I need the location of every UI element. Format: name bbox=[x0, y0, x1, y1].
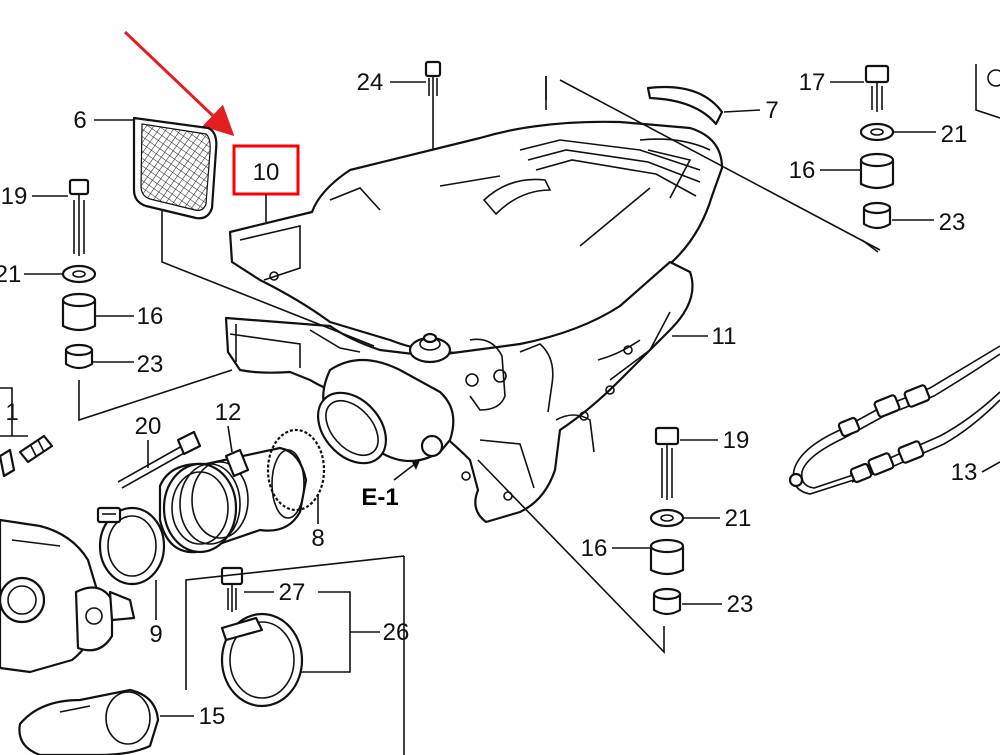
midright-bolt-stack[interactable] bbox=[649, 426, 685, 616]
callout-16-topright[interactable]: 16 bbox=[789, 157, 816, 184]
intake-port bbox=[316, 359, 455, 465]
callout-15[interactable]: 15 bbox=[199, 703, 226, 730]
grommet-top bbox=[408, 332, 452, 364]
callout-13[interactable]: 13 bbox=[951, 459, 978, 486]
part-20-bolt[interactable] bbox=[117, 430, 202, 489]
part-9-clamp[interactable] bbox=[96, 506, 166, 586]
part-26-clamp[interactable] bbox=[220, 612, 304, 708]
part-8-ring[interactable] bbox=[266, 428, 326, 512]
part-1-clip[interactable] bbox=[0, 434, 54, 478]
part-10-cover[interactable] bbox=[228, 120, 724, 354]
callout-20[interactable]: 20 bbox=[135, 413, 162, 440]
highlight-arrow bbox=[123, 30, 235, 137]
callout-11[interactable]: 11 bbox=[712, 323, 737, 350]
callout-23-left[interactable]: 23 bbox=[137, 351, 164, 378]
callout-17[interactable]: 17 bbox=[799, 69, 826, 96]
callout-21-left[interactable]: 21 bbox=[0, 261, 21, 288]
callout-6[interactable]: 6 bbox=[73, 107, 86, 134]
part-13-cable[interactable] bbox=[788, 345, 1000, 495]
callout-8[interactable]: 8 bbox=[311, 525, 324, 552]
part-7-seal[interactable] bbox=[646, 85, 724, 126]
callout-16-midright[interactable]: 16 bbox=[581, 535, 608, 562]
ref-e1[interactable]: E-1 bbox=[361, 484, 398, 511]
left-bolt-stack[interactable] bbox=[61, 178, 97, 370]
part-12-tube[interactable] bbox=[158, 446, 308, 554]
part-15-duct[interactable] bbox=[18, 688, 160, 755]
callout-9[interactable]: 9 bbox=[149, 621, 162, 648]
callout-27[interactable]: 27 bbox=[279, 579, 306, 606]
callout-23-topright[interactable]: 23 bbox=[939, 209, 966, 236]
callout-7[interactable]: 7 bbox=[765, 97, 778, 124]
callout-19-midright[interactable]: 19 bbox=[723, 427, 750, 454]
callout-26[interactable]: 26 bbox=[383, 619, 410, 646]
callout-12[interactable]: 12 bbox=[215, 399, 242, 426]
callout-23-midright[interactable]: 23 bbox=[727, 591, 754, 618]
callout-24[interactable]: 24 bbox=[357, 69, 384, 96]
topright-bolt-stack[interactable] bbox=[859, 64, 895, 230]
throttle-body bbox=[0, 518, 136, 674]
callout-21-topright[interactable]: 21 bbox=[941, 121, 968, 148]
callout-21-midright[interactable]: 21 bbox=[725, 505, 752, 532]
callout-10[interactable]: 10 bbox=[253, 159, 280, 186]
part-6-screen[interactable] bbox=[132, 116, 218, 220]
callout-19-left[interactable]: 19 bbox=[1, 183, 28, 210]
callout-16-left[interactable]: 16 bbox=[137, 303, 164, 330]
